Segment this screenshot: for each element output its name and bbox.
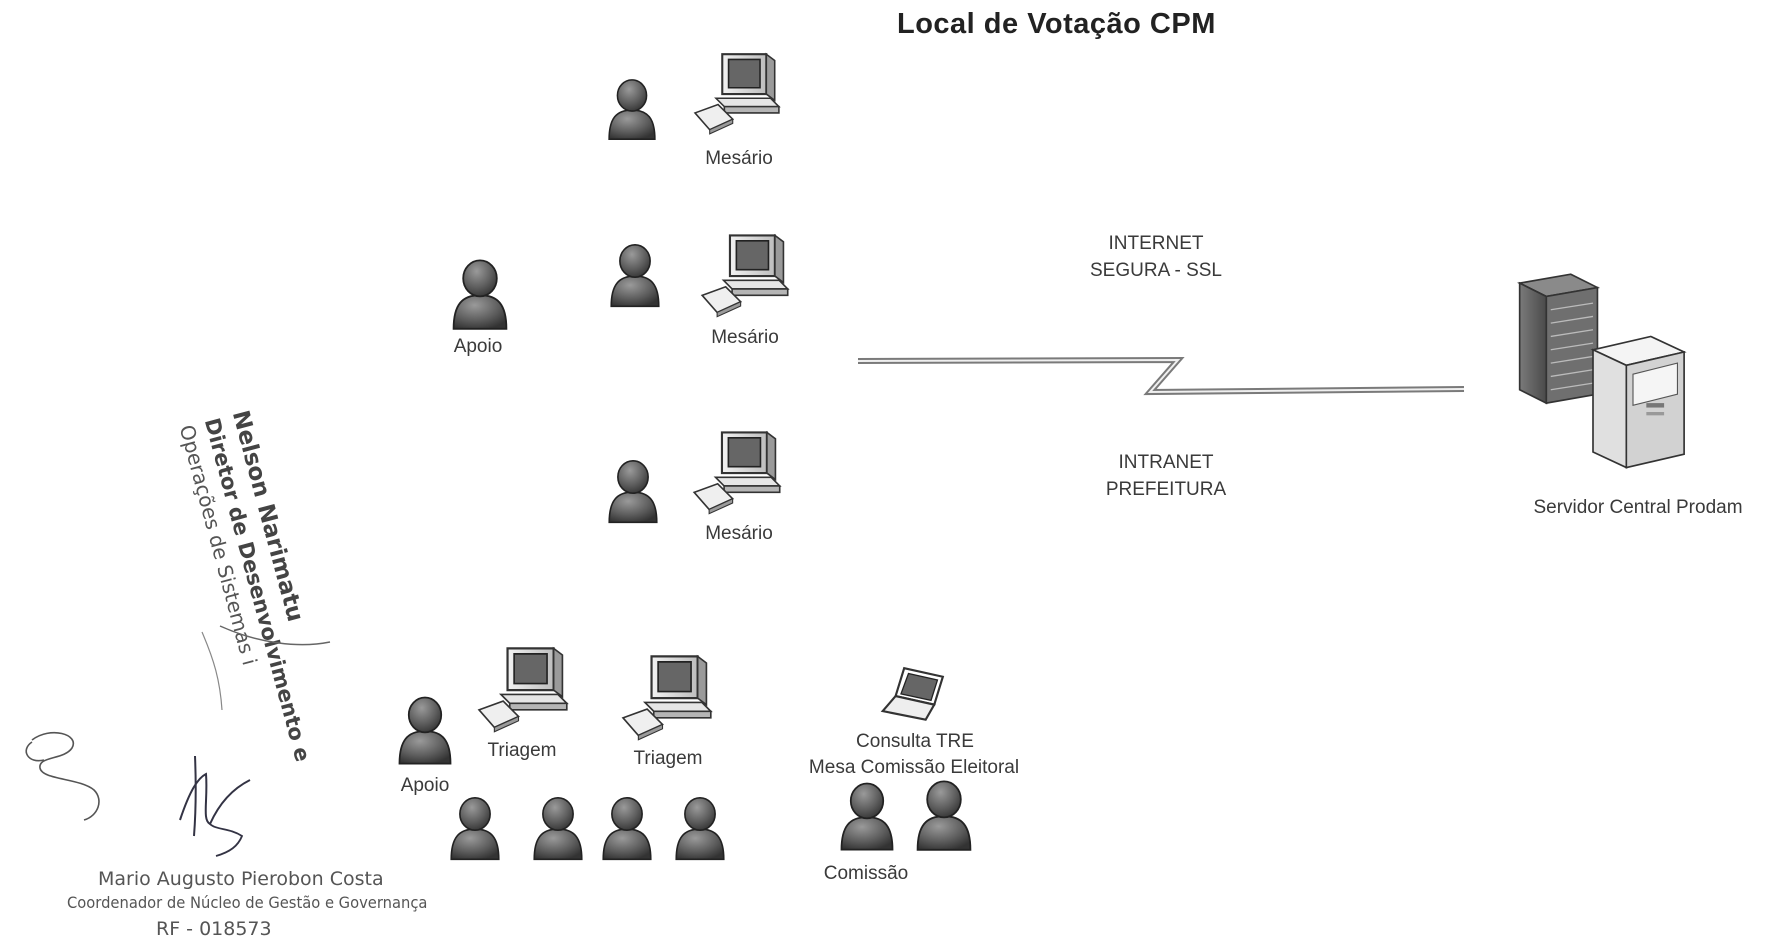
label-apoio-1: Apoio (453, 336, 503, 357)
person-icon (916, 780, 972, 851)
label-apoio-2: Apoio (400, 775, 450, 796)
person-icon (602, 796, 652, 861)
label-mesario-1: Mesário (705, 148, 773, 169)
label-internet: INTERNET SEGURA - SSL (1090, 233, 1222, 281)
label-servidor: Servidor Central Prodam (1533, 497, 1743, 518)
signature-stroke (201, 625, 331, 711)
computer-icon (701, 234, 789, 318)
label-comissao: Comissão (823, 863, 909, 884)
label-mesario-2: Mesário (711, 327, 779, 348)
signature-role: Coordenador de Núcleo de Gestão e Govern… (67, 893, 428, 912)
person-icon (608, 459, 658, 524)
label-triagem-2: Triagem (633, 748, 703, 769)
label-consulta-tre: Consulta TRE (856, 731, 974, 752)
label-intranet: INTRANET PREFEITURA (1105, 452, 1227, 500)
computer-icon (477, 647, 568, 733)
diagram-title: Local de Votação CPM (897, 8, 1216, 40)
person-icon (452, 259, 508, 330)
person-icon (533, 796, 583, 861)
label-mesa-comissao: Mesa Comissão Eleitoral (808, 757, 1020, 778)
person-icon (398, 696, 452, 765)
person-icon (608, 79, 656, 141)
signature-rf: RF - 018573 (156, 918, 272, 940)
handwritten-signature (25, 731, 251, 857)
person-icon (840, 782, 894, 851)
label-triagem-1: Triagem (487, 740, 557, 761)
network-link (857, 356, 1465, 396)
label-mesario-3: Mesário (705, 523, 773, 544)
person-icon (610, 243, 660, 308)
person-icon (675, 796, 725, 861)
computer-icon (693, 53, 780, 135)
server-icon (1518, 273, 1685, 469)
laptop-icon (881, 667, 944, 721)
computer-icon (621, 655, 712, 741)
computer-icon (693, 431, 781, 515)
signature-name: Mario Augusto Pierobon Costa (98, 868, 384, 890)
person-icon (450, 796, 500, 861)
